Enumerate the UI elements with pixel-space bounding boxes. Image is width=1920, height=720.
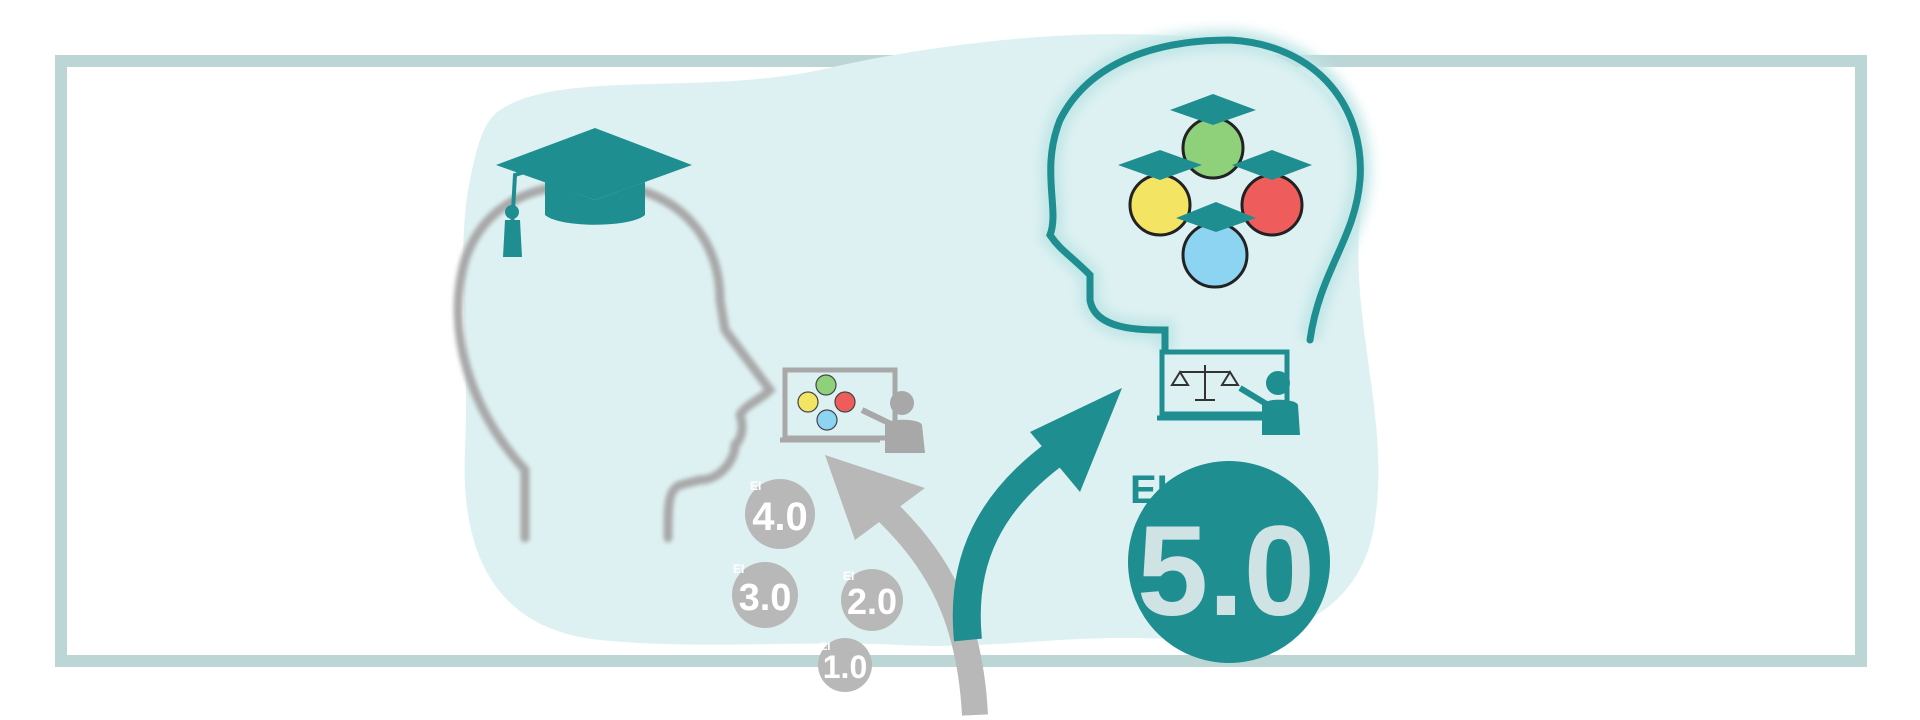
teal-curved-arrow-icon bbox=[952, 388, 1122, 642]
right-head-icon bbox=[1038, 29, 1371, 354]
emoji-faces-icon bbox=[797, 374, 856, 431]
badge-ei-1: EI 1.0 bbox=[818, 638, 872, 692]
left-head-icon bbox=[453, 179, 776, 543]
emoji-faces-icon bbox=[1118, 94, 1312, 289]
graduation-cap-icon bbox=[1118, 94, 1312, 232]
svg-text:EI: EI bbox=[843, 569, 854, 583]
svg-text:4.0: 4.0 bbox=[752, 495, 808, 539]
presentation-board-icon bbox=[780, 367, 925, 453]
svg-text:EI: EI bbox=[750, 479, 761, 493]
svg-text:EI: EI bbox=[820, 641, 830, 653]
scales-of-justice-icon bbox=[1170, 365, 1240, 401]
svg-text:1.0: 1.0 bbox=[823, 649, 867, 685]
svg-text:2.0: 2.0 bbox=[847, 581, 897, 622]
presentation-board-icon bbox=[1157, 349, 1300, 435]
badge-ei-4: EI 4.0 bbox=[745, 479, 815, 549]
badge-ei-3: EI 3.0 bbox=[732, 562, 798, 628]
graduation-cap-icon bbox=[496, 128, 692, 257]
svg-text:3.0: 3.0 bbox=[739, 577, 792, 619]
svg-text:EI: EI bbox=[1130, 468, 1168, 512]
badge-ei-5: EI 5.0 bbox=[1128, 461, 1330, 663]
grey-curved-arrow-icon bbox=[825, 455, 988, 716]
svg-text:5.0: 5.0 bbox=[1137, 500, 1315, 643]
badge-ei-2: EI 2.0 bbox=[841, 569, 903, 631]
svg-text:EI: EI bbox=[733, 562, 744, 576]
